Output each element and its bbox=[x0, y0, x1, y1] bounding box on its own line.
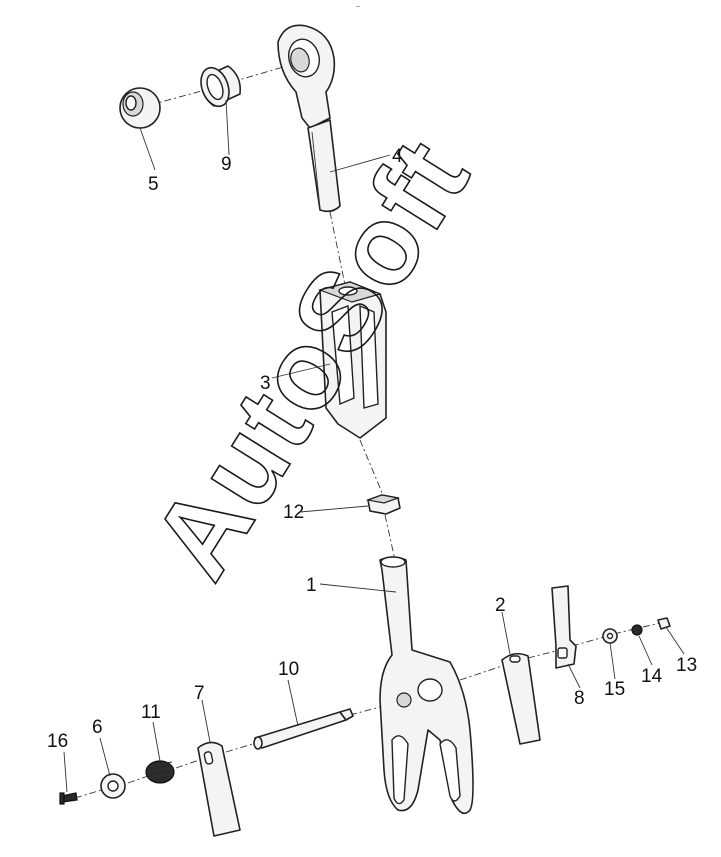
part-5-ball bbox=[119, 87, 161, 129]
callout-15: 15 bbox=[604, 679, 625, 700]
top-mark: ~ bbox=[356, 4, 360, 11]
part-1-fork bbox=[379, 556, 474, 815]
axis-washer-spring bbox=[127, 775, 149, 784]
axis-rod-sleeve bbox=[329, 211, 346, 286]
callout-10: 10 bbox=[278, 659, 299, 680]
part-13-cap-nut bbox=[657, 617, 671, 630]
callout-13: 13 bbox=[676, 655, 697, 676]
axis-bolt-washer bbox=[74, 787, 109, 799]
axis-ball-bushing bbox=[149, 89, 206, 106]
callout-numbers: 1 2 3 4 5 6 7 8 9 10 11 12 13 14 15 16 bbox=[47, 146, 697, 752]
part-15-washer bbox=[602, 628, 618, 644]
axis-washer-nut bbox=[613, 628, 635, 635]
part-7-plate bbox=[197, 741, 241, 837]
callout-11: 11 bbox=[141, 702, 161, 723]
callout-14: 14 bbox=[641, 666, 663, 687]
callout-6: 6 bbox=[92, 717, 103, 738]
part-16-bolt bbox=[59, 792, 78, 805]
callout-3: 3 bbox=[260, 373, 271, 394]
axis-fork-plate2 bbox=[459, 664, 506, 681]
axis-sleeve-nut bbox=[359, 439, 384, 496]
part-8-bracket bbox=[551, 585, 577, 669]
part-11-spring bbox=[145, 760, 175, 784]
leader-lines bbox=[63, 99, 685, 793]
callout-5: 5 bbox=[148, 174, 159, 195]
part-9-bushing bbox=[200, 65, 242, 108]
part-12-hex-nut bbox=[365, 494, 401, 515]
callout-16: 16 bbox=[47, 731, 68, 752]
axis-nut-fork bbox=[384, 514, 396, 561]
part-2-plate bbox=[501, 652, 541, 745]
axis-bracket-washer bbox=[571, 636, 605, 647]
part-14-nut bbox=[631, 624, 643, 636]
watermark-text: AutoSoft bbox=[128, 118, 493, 599]
callout-8: 8 bbox=[574, 688, 585, 709]
axis-plate-pin bbox=[225, 742, 257, 753]
callout-9: 9 bbox=[221, 154, 232, 175]
part-6-washer bbox=[100, 773, 126, 799]
callout-12: 12 bbox=[283, 502, 304, 523]
callout-4: 4 bbox=[392, 146, 403, 167]
callout-1: 1 bbox=[306, 575, 317, 596]
axis-bushing-eye bbox=[231, 64, 291, 83]
callout-7: 7 bbox=[194, 683, 205, 704]
callout-2: 2 bbox=[495, 595, 506, 616]
axis-plate2-bracket bbox=[527, 650, 557, 659]
axis-nut-cap bbox=[642, 622, 661, 628]
part-10-pin bbox=[253, 708, 354, 750]
part-3-sleeve bbox=[318, 281, 387, 439]
part-4-eye-rod bbox=[277, 24, 341, 213]
